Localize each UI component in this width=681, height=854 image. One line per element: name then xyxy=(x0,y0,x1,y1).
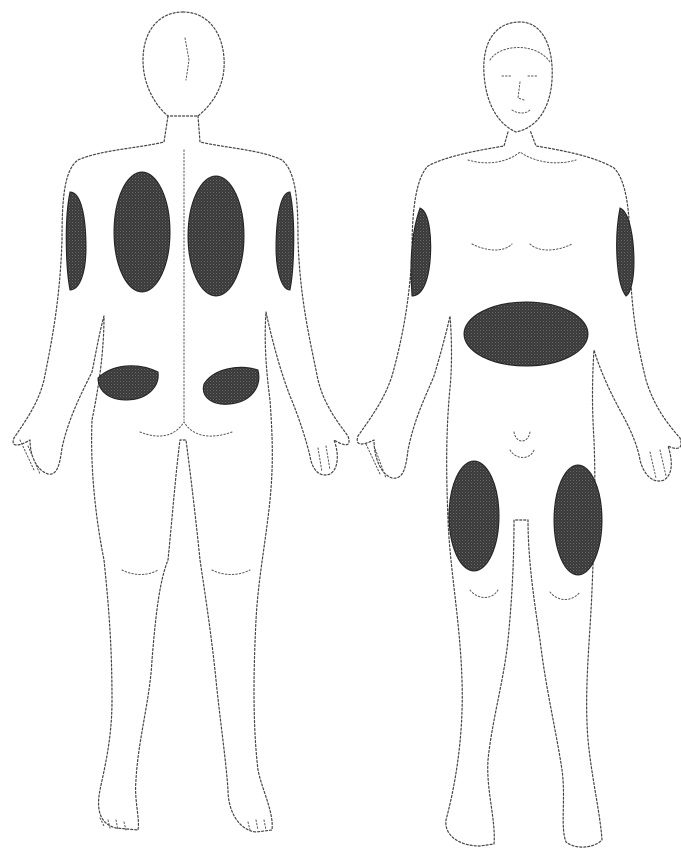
back-left-foot-toes xyxy=(100,818,126,830)
front-left-knee xyxy=(470,590,498,598)
front-hairline xyxy=(490,48,550,63)
back-right-knee xyxy=(212,570,250,575)
zone-back-right-flank xyxy=(188,176,244,296)
zone-front-left-upper-arm xyxy=(617,208,634,296)
back-gluteal-line xyxy=(140,422,232,436)
back-right-foot-toes xyxy=(248,820,266,830)
front-groin xyxy=(510,432,534,458)
back-left-knee xyxy=(122,570,158,575)
back-body-outline xyxy=(13,116,349,832)
back-hair-part xyxy=(185,38,189,80)
back-head xyxy=(143,12,224,116)
front-nose-mouth xyxy=(512,82,530,113)
zone-front-right-thigh xyxy=(449,461,499,571)
front-right-knee xyxy=(550,592,580,600)
front-clavicle xyxy=(468,152,576,163)
zone-back-left-upper-arm xyxy=(66,192,86,290)
back-right-hand-fingers xyxy=(318,446,330,472)
front-chest xyxy=(472,244,572,250)
zone-front-right-upper-arm xyxy=(411,208,431,296)
zone-back-right-buttock xyxy=(203,367,259,404)
front-head xyxy=(484,22,552,132)
zone-back-left-buttock xyxy=(98,366,158,400)
front-right-hand-fingers xyxy=(650,450,666,478)
zone-front-left-thigh xyxy=(554,465,602,575)
zone-back-right-upper-arm xyxy=(276,192,294,290)
zone-back-left-flank xyxy=(114,172,170,292)
back-view-figure xyxy=(13,12,349,832)
front-view-figure xyxy=(357,22,681,847)
front-left-hand-fingers xyxy=(366,444,386,478)
zone-front-abdomen xyxy=(464,302,588,366)
